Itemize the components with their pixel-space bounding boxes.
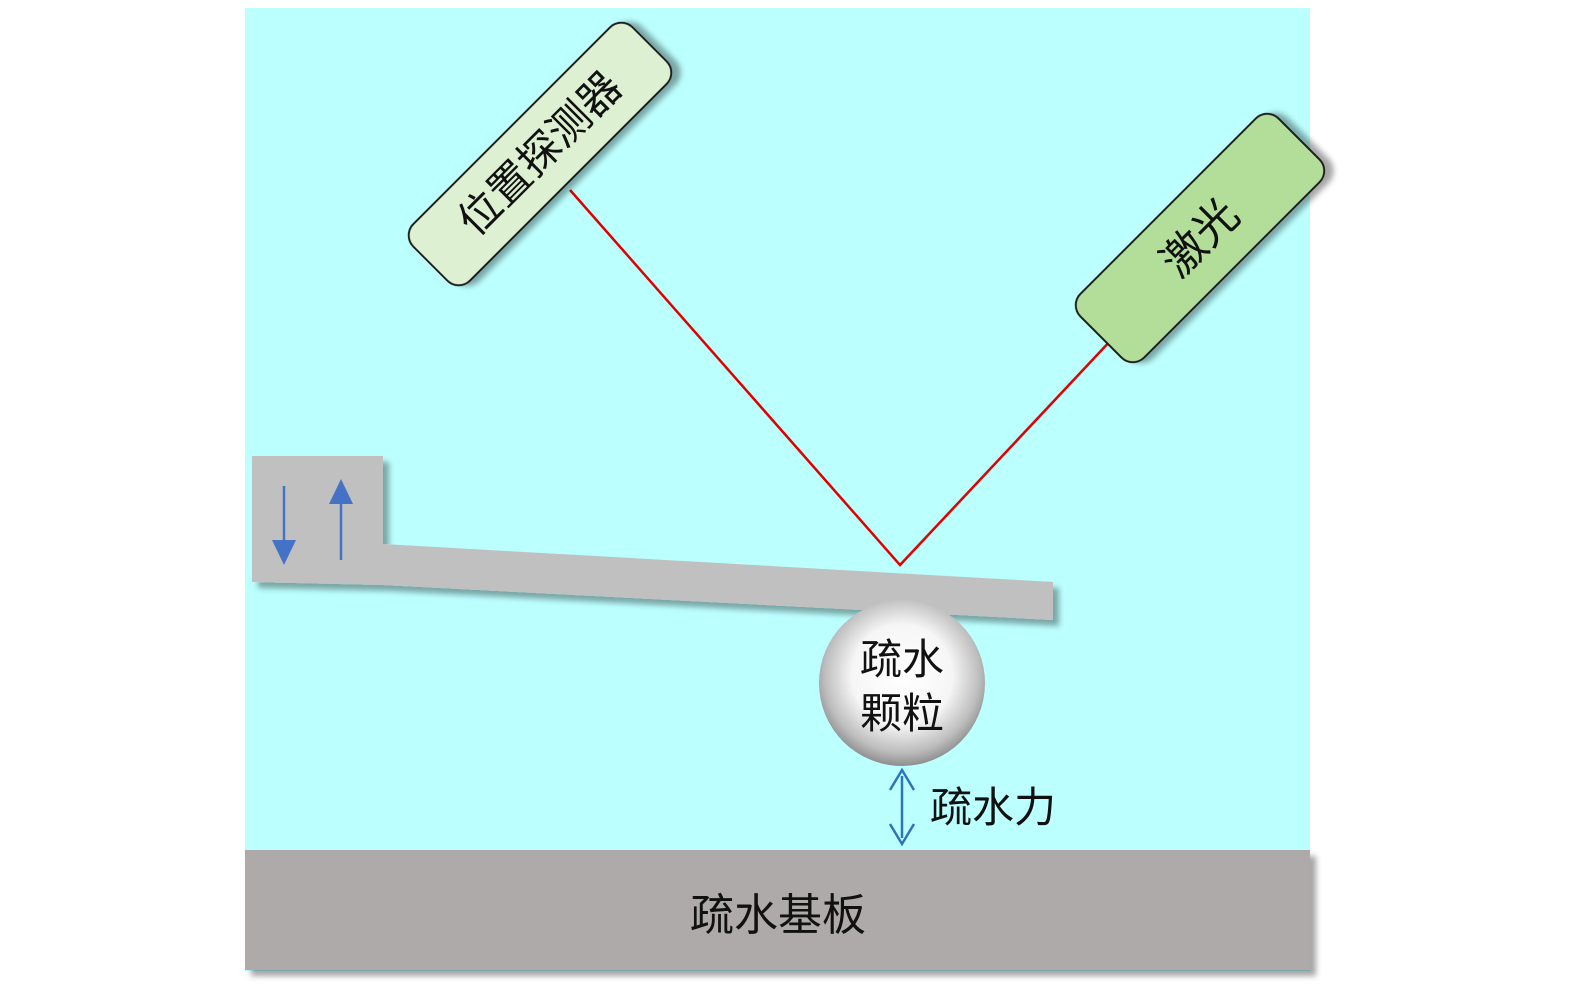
substrate	[245, 850, 1310, 970]
medium-background	[245, 8, 1310, 971]
laser-beam	[569, 189, 1129, 567]
laser-source-box	[1074, 112, 1326, 364]
cantilever	[252, 456, 1053, 620]
particle-label-line1: 疏水	[860, 635, 944, 684]
hydrophobic-particle	[819, 600, 985, 766]
arrow-up-icon	[329, 479, 353, 560]
double-arrow-icon	[888, 767, 916, 847]
particle-label-line2: 颗粒	[860, 689, 944, 738]
force-label: 疏水力	[930, 783, 1056, 832]
substrate-label: 疏水基板	[690, 890, 866, 941]
arrow-down-icon	[272, 486, 296, 565]
laser-source: 激光	[1074, 112, 1326, 364]
position-detector-box	[407, 21, 673, 287]
